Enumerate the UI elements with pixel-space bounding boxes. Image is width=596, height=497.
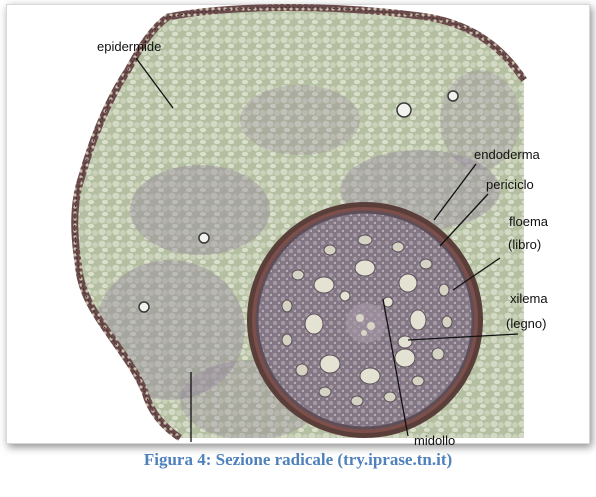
label-legno: (legno) [506,316,546,331]
pith [346,303,386,343]
label-periciclo: periciclo [486,177,534,192]
figure-caption: Figura 4: Sezione radicale (try.iprase.t… [0,450,596,470]
label-floema: floema [509,214,549,229]
label-endoderma: endoderma [474,147,541,162]
label-epidermide: epidermide [97,39,161,54]
label-midollo: midollo [414,433,455,446]
root-cross-section-diagram: epidermide endoderma periciclo floema (l… [0,0,596,446]
label-libro: (libro) [508,237,541,252]
label-xilema: xilema [510,291,548,306]
